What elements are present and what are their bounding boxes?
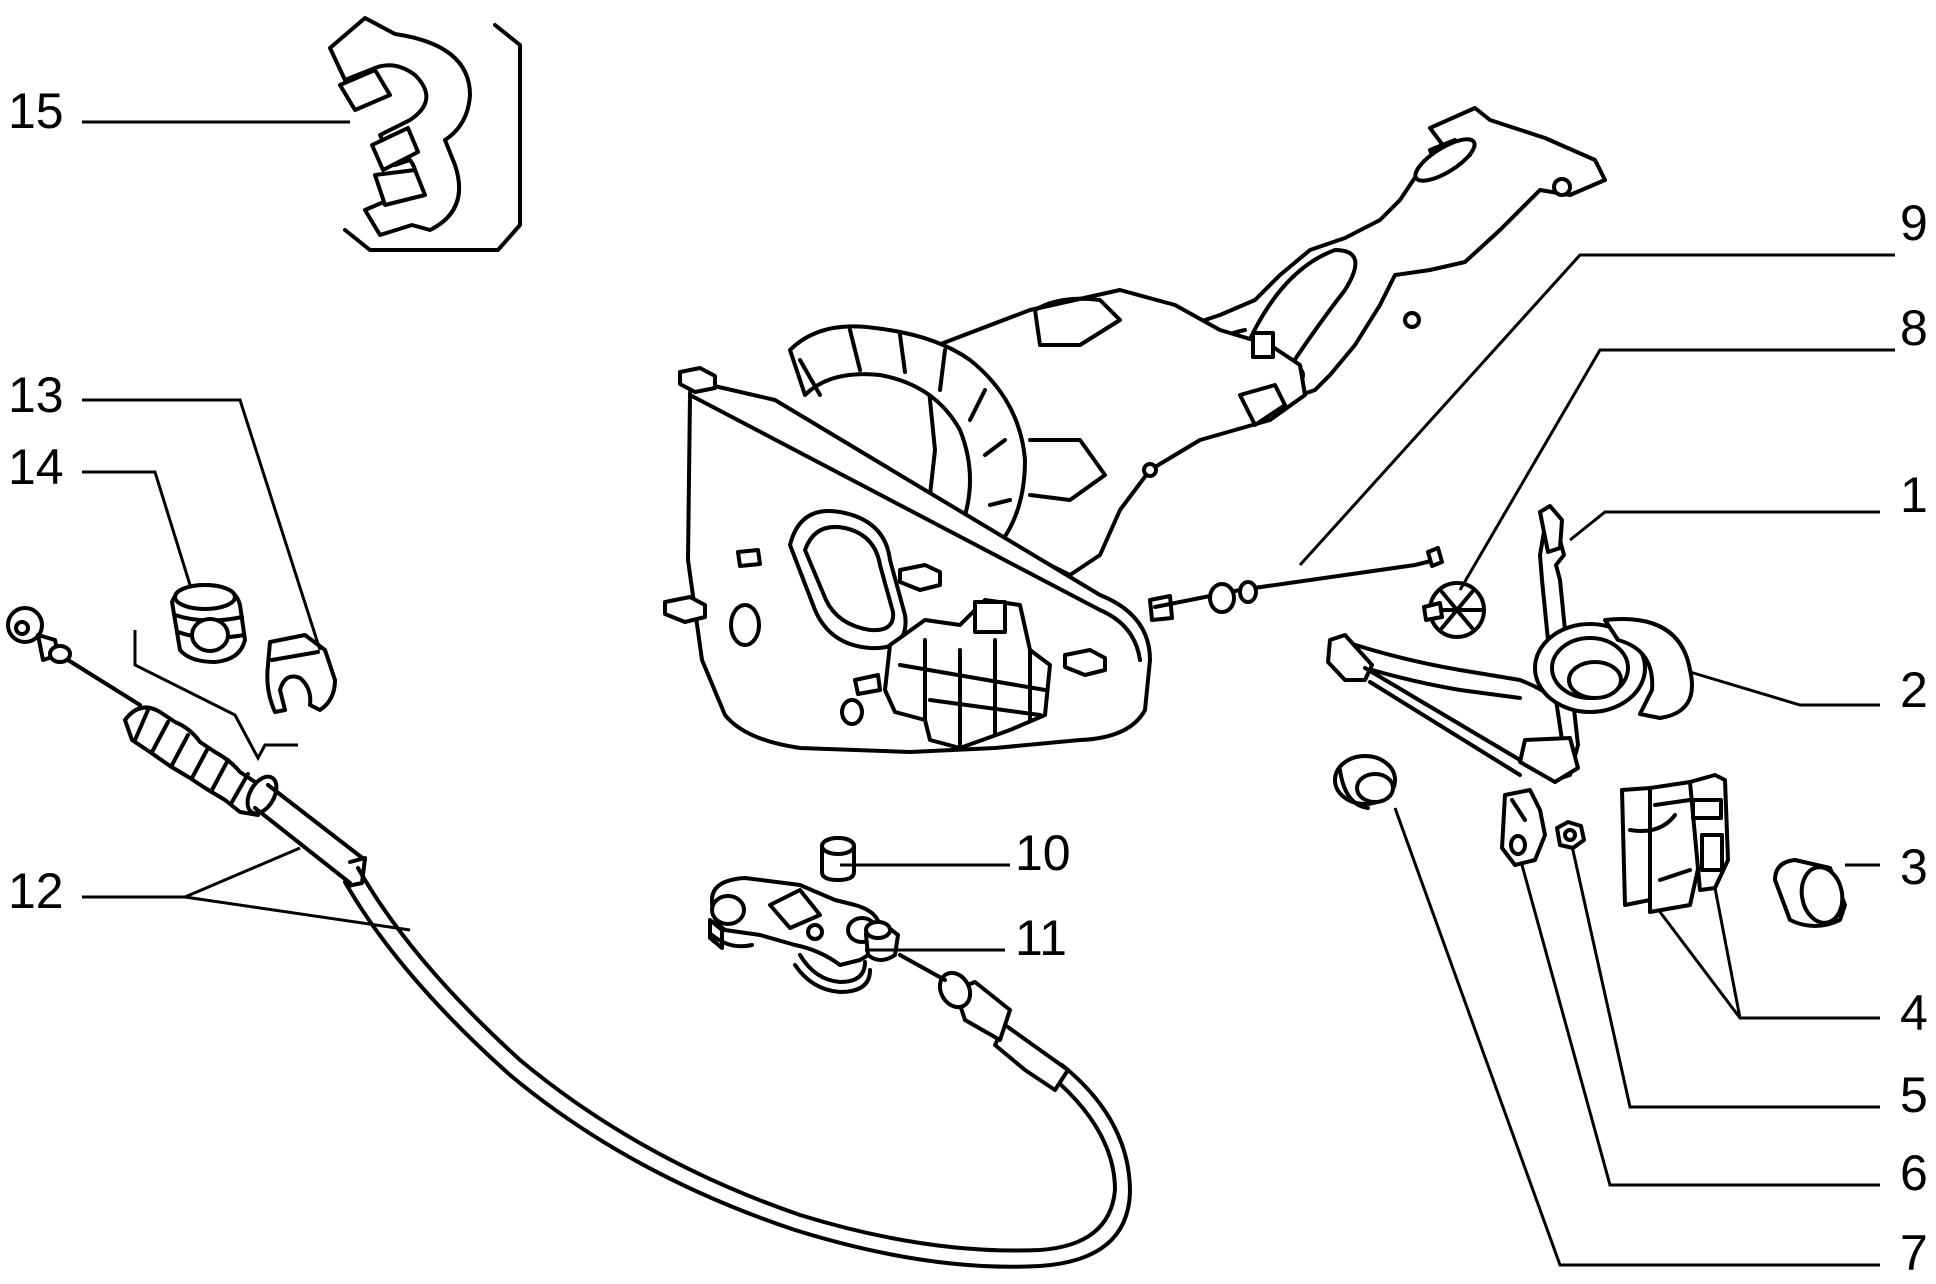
part-10-bushing — [820, 836, 856, 882]
callout-13: 13 — [8, 367, 64, 423]
callout-12: 12 — [8, 863, 64, 919]
mounting-studs — [663, 366, 1107, 726]
callout-5: 5 — [1900, 1067, 1928, 1123]
callout-10: 10 — [1015, 825, 1071, 881]
callout-15: 15 — [8, 83, 64, 139]
part-11-rocker-lever — [708, 876, 882, 994]
leader-lines — [82, 120, 1895, 1267]
callout-4: 4 — [1900, 985, 1928, 1041]
part-6-clip — [1500, 788, 1547, 867]
part-12-clutch-cable — [6, 606, 1132, 1269]
part-14-grommet — [170, 583, 247, 664]
callout-7: 7 — [1900, 1225, 1928, 1279]
pedal-box-assembly — [663, 106, 1607, 754]
part-3-bushing — [1773, 858, 1847, 928]
callout-6: 6 — [1900, 1145, 1928, 1201]
part-7-grommet — [1333, 754, 1397, 810]
part-15-cable-clip — [328, 16, 522, 252]
callout-2: 2 — [1900, 662, 1928, 718]
part-13-clip — [265, 633, 337, 714]
part-5-nut — [1555, 820, 1586, 850]
part-4-switch-bracket — [1620, 773, 1730, 914]
callout-1: 1 — [1900, 467, 1928, 523]
callout-labels: 15 13 14 12 10 11 9 8 1 2 3 4 5 6 7 — [8, 83, 1928, 1281]
part-8-pulley — [1422, 581, 1486, 639]
callout-3: 3 — [1900, 839, 1928, 895]
callout-9: 9 — [1900, 195, 1928, 251]
part-2-spring — [1533, 617, 1694, 720]
callout-11: 11 — [1015, 910, 1067, 966]
part-9-inner-cable — [1148, 546, 1444, 622]
callout-8: 8 — [1900, 300, 1928, 356]
callout-14: 14 — [8, 439, 64, 495]
part-1-pedal-lever — [1326, 504, 1580, 784]
